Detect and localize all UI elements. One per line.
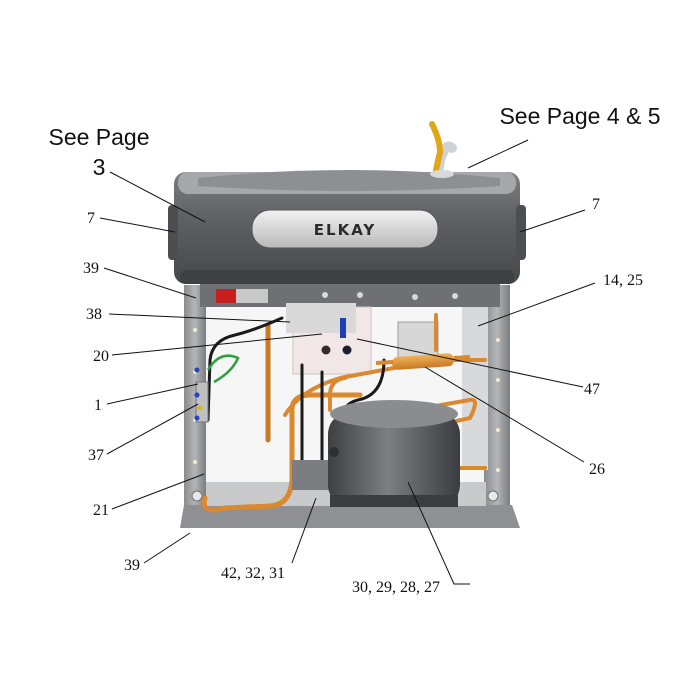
switch-blue-3 [194, 415, 200, 421]
frame-left-upright [184, 285, 206, 525]
thermostat [195, 381, 209, 423]
base-bolt-right [487, 490, 499, 502]
bracket-bolts [322, 292, 458, 300]
rating-label-red [216, 289, 236, 303]
blue-fitting [340, 318, 346, 338]
spout-base [430, 170, 454, 178]
cooler-illustration: ELKAY [168, 121, 526, 528]
base-tray [180, 505, 520, 528]
callout-21: 21 [93, 502, 109, 519]
leader-lines [99, 139, 596, 585]
see-page-3-line2: 3 [93, 154, 106, 180]
switch-yellow [197, 405, 203, 411]
tank-fitting-right [342, 345, 352, 355]
callout-7-right: 7 [592, 196, 600, 213]
callout-14-25: 14, 25 [603, 272, 643, 289]
callout-38: 38 [86, 306, 102, 323]
base-bolt-left [191, 490, 203, 502]
callout-30-29-28-27: 30, 29, 28, 27 [352, 579, 440, 596]
callout-1: 1 [94, 397, 102, 414]
callout-37: 37 [88, 447, 104, 464]
tank-fitting-left [321, 345, 331, 355]
brand-logo: ELKAY [314, 221, 376, 239]
switch-blue-2 [194, 392, 200, 398]
callout-42-32-31: 42, 32, 31 [221, 565, 285, 582]
see-page-4-5: See Page 4 & 5 [499, 103, 660, 129]
filter-drier [375, 353, 471, 370]
callout-47: 47 [584, 381, 600, 398]
callout-7-left: 7 [87, 210, 95, 227]
callout-26: 26 [589, 461, 605, 478]
logo-plate [251, 209, 439, 249]
compressor-mount [292, 460, 332, 490]
frame-right-panel [462, 300, 488, 470]
compressor [328, 400, 460, 507]
bubbler-spout [429, 121, 457, 178]
callout-20: 20 [93, 348, 109, 365]
ground-wire [206, 354, 240, 384]
callout-39-bottom: 39 [124, 557, 140, 574]
switch-blue-1 [194, 367, 200, 373]
see-page-3-line1: See Page [48, 124, 149, 150]
callout-labels: See Page 3 See Page 4 & 5 7 7 39 38 20 1… [48, 103, 660, 596]
copper-tubing [201, 313, 487, 513]
callout-39-top: 39 [83, 260, 99, 277]
